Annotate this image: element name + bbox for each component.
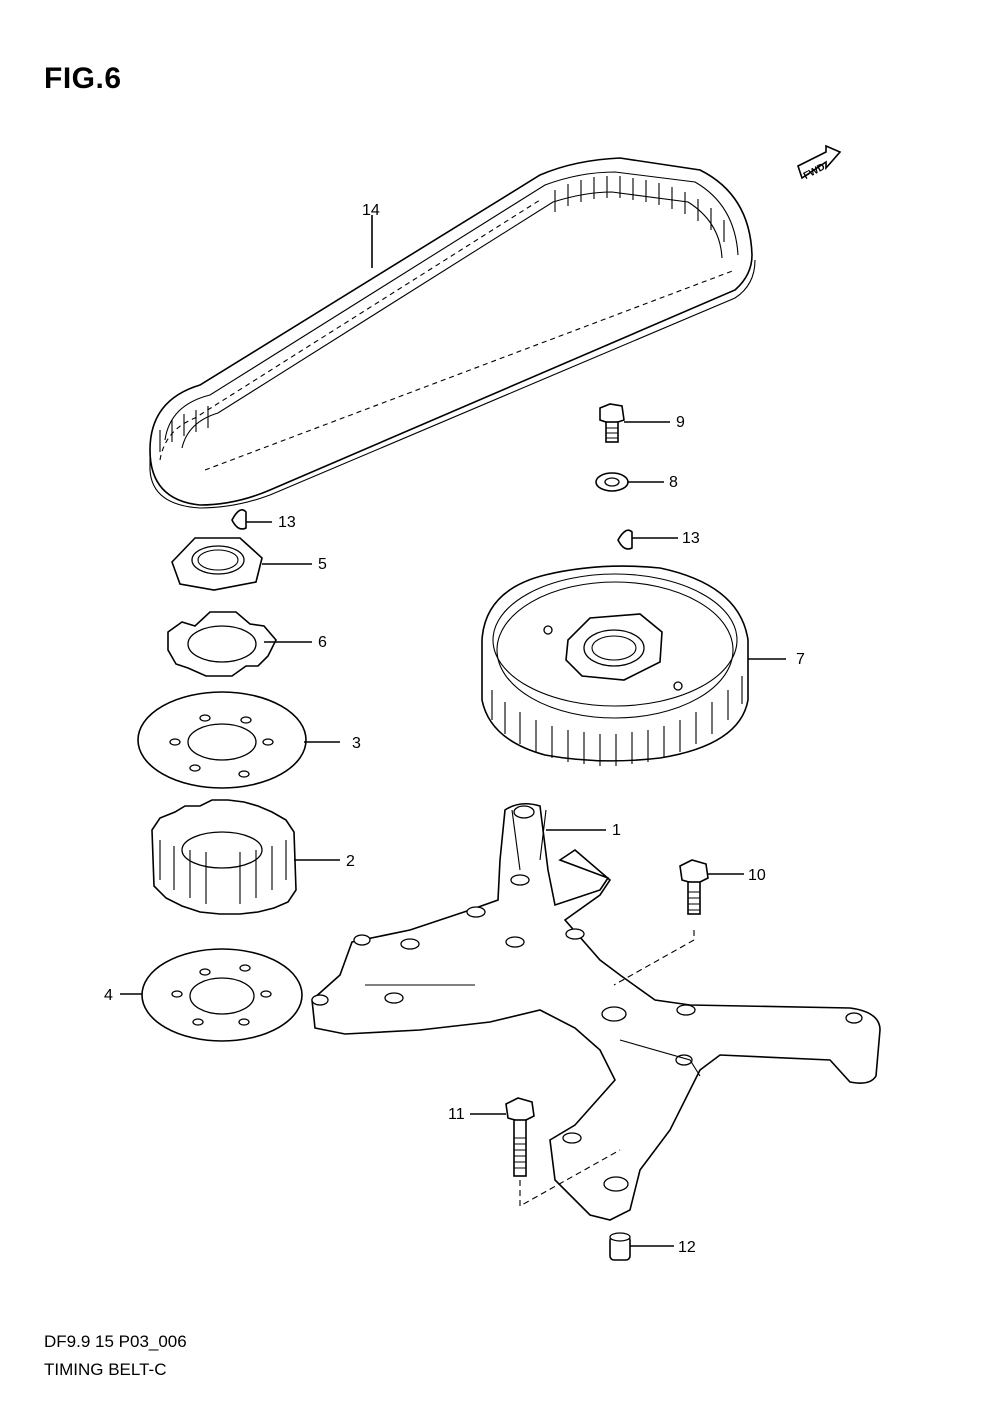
callout-9: 9: [676, 414, 685, 431]
bolt-part: [505, 1097, 535, 1177]
callout-14: 14: [362, 202, 380, 219]
bolt-part: [599, 403, 625, 443]
drawing-code: DF9.9 15 P03_006: [44, 1332, 187, 1351]
callout-13-left: 13: [278, 514, 296, 531]
callout-3: 3: [352, 735, 361, 752]
callout-6: 6: [318, 634, 327, 651]
callout-1: 1: [612, 822, 621, 839]
lock-washer-part: [167, 611, 277, 677]
key-part-left: [231, 509, 247, 530]
washer-part: [595, 472, 629, 492]
callout-2: 2: [346, 853, 355, 870]
drawing-caption: TIMING BELT-C: [44, 1360, 167, 1379]
timing-belt-part: [149, 157, 756, 509]
callout-7: 7: [796, 651, 805, 668]
callout-leader-lines: [120, 215, 786, 1247]
crankshaft-sprocket-part: [151, 799, 297, 915]
callout-11: 11: [448, 1106, 465, 1123]
callout-4: 4: [104, 987, 113, 1004]
figure-title: FIG.6: [44, 62, 122, 95]
fwd-arrow-icon: FWD: [797, 144, 842, 182]
lower-flange-plate-part: [141, 948, 303, 1042]
callout-10: 10: [748, 867, 766, 884]
callout-labels: 14 9 8 13 13 5 6 7 3 1 2 10 4 11 12: [104, 202, 805, 1256]
upper-flange-plate-part: [137, 691, 307, 789]
bracket-part: [311, 802, 881, 1221]
dowel-pin-part: [609, 1232, 631, 1261]
nut-part: [171, 537, 263, 591]
key-part-right: [617, 529, 633, 550]
callout-8: 8: [669, 474, 678, 491]
callout-5: 5: [318, 556, 327, 573]
callout-12: 12: [678, 1239, 696, 1256]
callout-13-right: 13: [682, 530, 700, 547]
camshaft-pulley-part: [481, 565, 749, 766]
bolt-part: [679, 859, 709, 915]
assembly-guide-lines: [519, 930, 695, 1207]
